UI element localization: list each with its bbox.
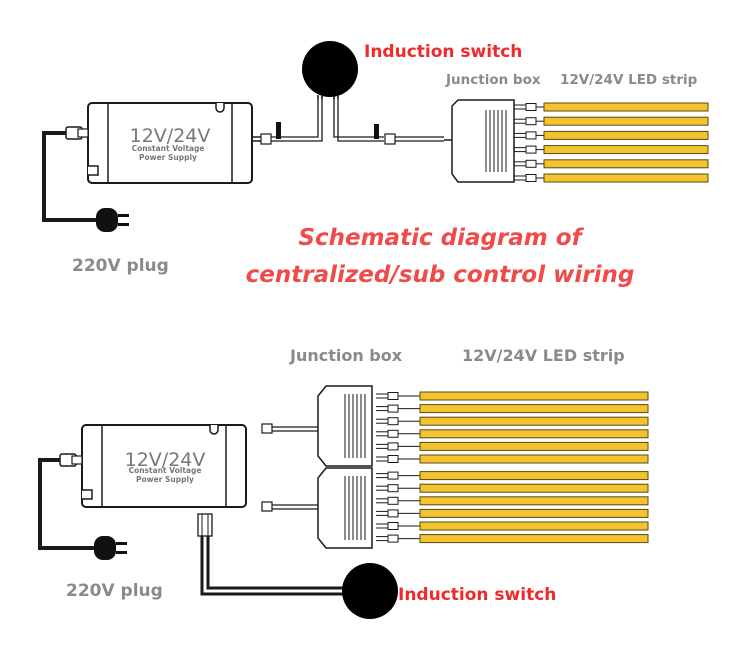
top-plug-label: 220V plug [72,256,169,276]
bottom-led-strip [419,429,649,439]
bottom-led-strip [419,508,649,518]
bottom-strip-row [376,441,649,451]
bottom-psu-label-1: Constant Voltage [129,466,202,475]
bottom-power-supply: 12V/24V Constant Voltage Power Supply [81,424,247,508]
bottom-switch-label: Induction switch [398,585,556,605]
bottom-strip-row [376,471,649,481]
top-psu-label-1: Constant Voltage [132,144,205,153]
top-strip-row [514,102,709,112]
top-switch-icon [302,41,358,97]
top-strip-label: 12V/24V LED strip [560,72,698,88]
bottom-strip-row [376,391,649,401]
top-strip-row [514,145,709,155]
top-ac-cable: 220V plug [42,126,169,276]
bottom-plug-label: 220V plug [66,581,163,601]
top-plug-icon [96,208,118,232]
top-strip-row [514,159,709,169]
bottom-strip-row [376,483,649,493]
bottom-switch-icon [342,563,398,619]
bottom-led-strip [419,454,649,464]
top-led-strip [543,102,709,112]
bottom-strip-label: 12V/24V LED strip [462,346,625,365]
bottom-led-strip [419,404,649,414]
bottom-led-strip [419,391,649,401]
bottom-led-strip [419,416,649,426]
bottom-strip-row [376,508,649,518]
top-switch-label: Induction switch [364,42,522,62]
bottom-ac-cable: 220V plug [38,453,163,601]
top-power-supply: 12V/24V Constant Voltage Power Supply [87,102,253,184]
bottom-led-strip [419,471,649,481]
bottom-switch-cable [197,513,346,596]
top-strip-row [514,130,709,140]
bottom-led-strip [419,521,649,531]
bottom-diagram: 12V/24V Constant Voltage Power Supply 22… [38,346,649,619]
top-junction-box: Junction box [444,72,541,183]
top-led-strip [543,159,709,169]
bottom-strip-row [376,521,649,531]
bottom-junction-box-upper [317,385,373,467]
top-junction-label: Junction box [445,72,541,88]
bottom-led-strip [419,496,649,506]
bottom-strip-row [376,404,649,414]
bottom-strip-row [376,429,649,439]
top-led-strip [543,173,709,183]
top-led-strip [543,116,709,126]
top-induction-switch: Induction switch [302,41,522,99]
top-diagram: 12V/24V Constant Voltage Power Supply 22… [42,41,709,276]
bottom-strip-row [376,534,649,544]
top-led-strip [543,130,709,140]
bottom-junction-label: Junction box [289,346,403,365]
top-dc-cable [252,96,444,145]
diagram-title-line-1: Schematic diagram of [298,225,584,251]
top-psu-voltage: 12V/24V [130,125,211,147]
bottom-strip-row [376,496,649,506]
top-strip-row [514,173,709,183]
bottom-psu-voltage: 12V/24V [125,449,206,471]
diagram-title-line-2: centralized/sub control wiring [246,262,635,288]
bottom-led-strip [419,441,649,451]
top-strip-row [514,116,709,126]
top-led-strips [514,102,709,183]
top-led-strip [543,145,709,155]
bottom-plug-icon [94,536,116,560]
bottom-induction-switch: Induction switch [342,563,556,619]
bottom-strip-row [376,416,649,426]
bottom-led-strip [419,483,649,493]
bottom-strip-row [376,454,649,464]
bottom-dc-cables [261,423,318,512]
top-psu-label-2: Power Supply [139,153,197,162]
bottom-psu-label-2: Power Supply [136,475,194,484]
bottom-junction-box-lower [317,467,373,549]
bottom-led-strip [419,534,649,544]
bottom-led-strips [376,391,649,544]
